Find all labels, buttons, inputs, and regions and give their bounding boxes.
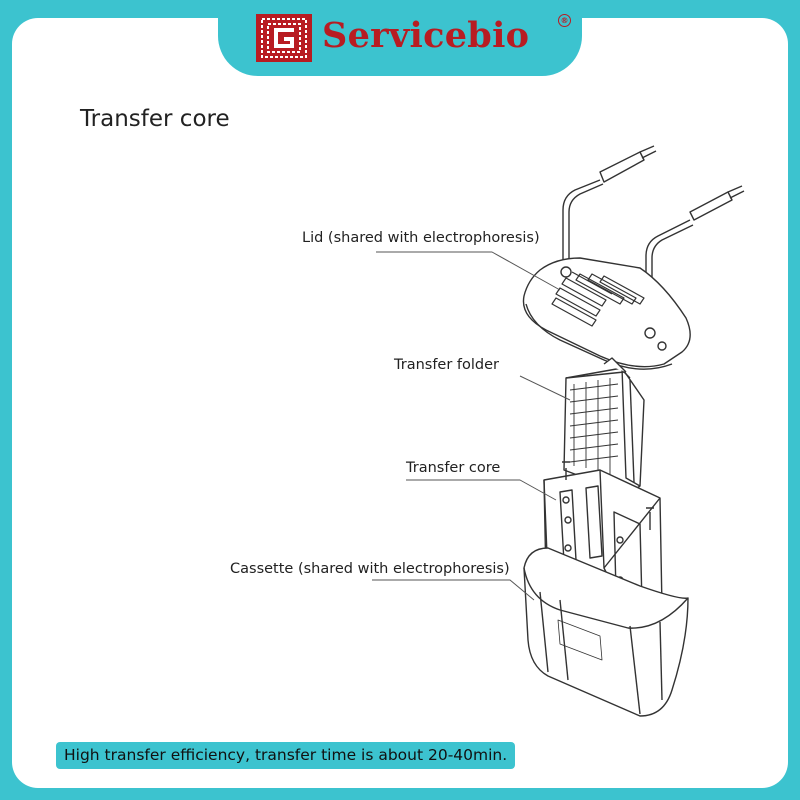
lid-shape: [523, 258, 690, 367]
label-lid: Lid (shared with electrophoresis): [302, 230, 540, 246]
footer-text: High transfer efficiency, transfer time …: [64, 742, 507, 769]
cassette-shape: [524, 548, 688, 716]
label-transfer-core: Transfer core: [406, 460, 500, 476]
label-cassette: Cassette (shared with electrophoresis): [230, 561, 510, 577]
label-transfer-folder: Transfer folder: [394, 357, 499, 373]
footer-banner: High transfer efficiency, transfer time …: [56, 742, 515, 769]
